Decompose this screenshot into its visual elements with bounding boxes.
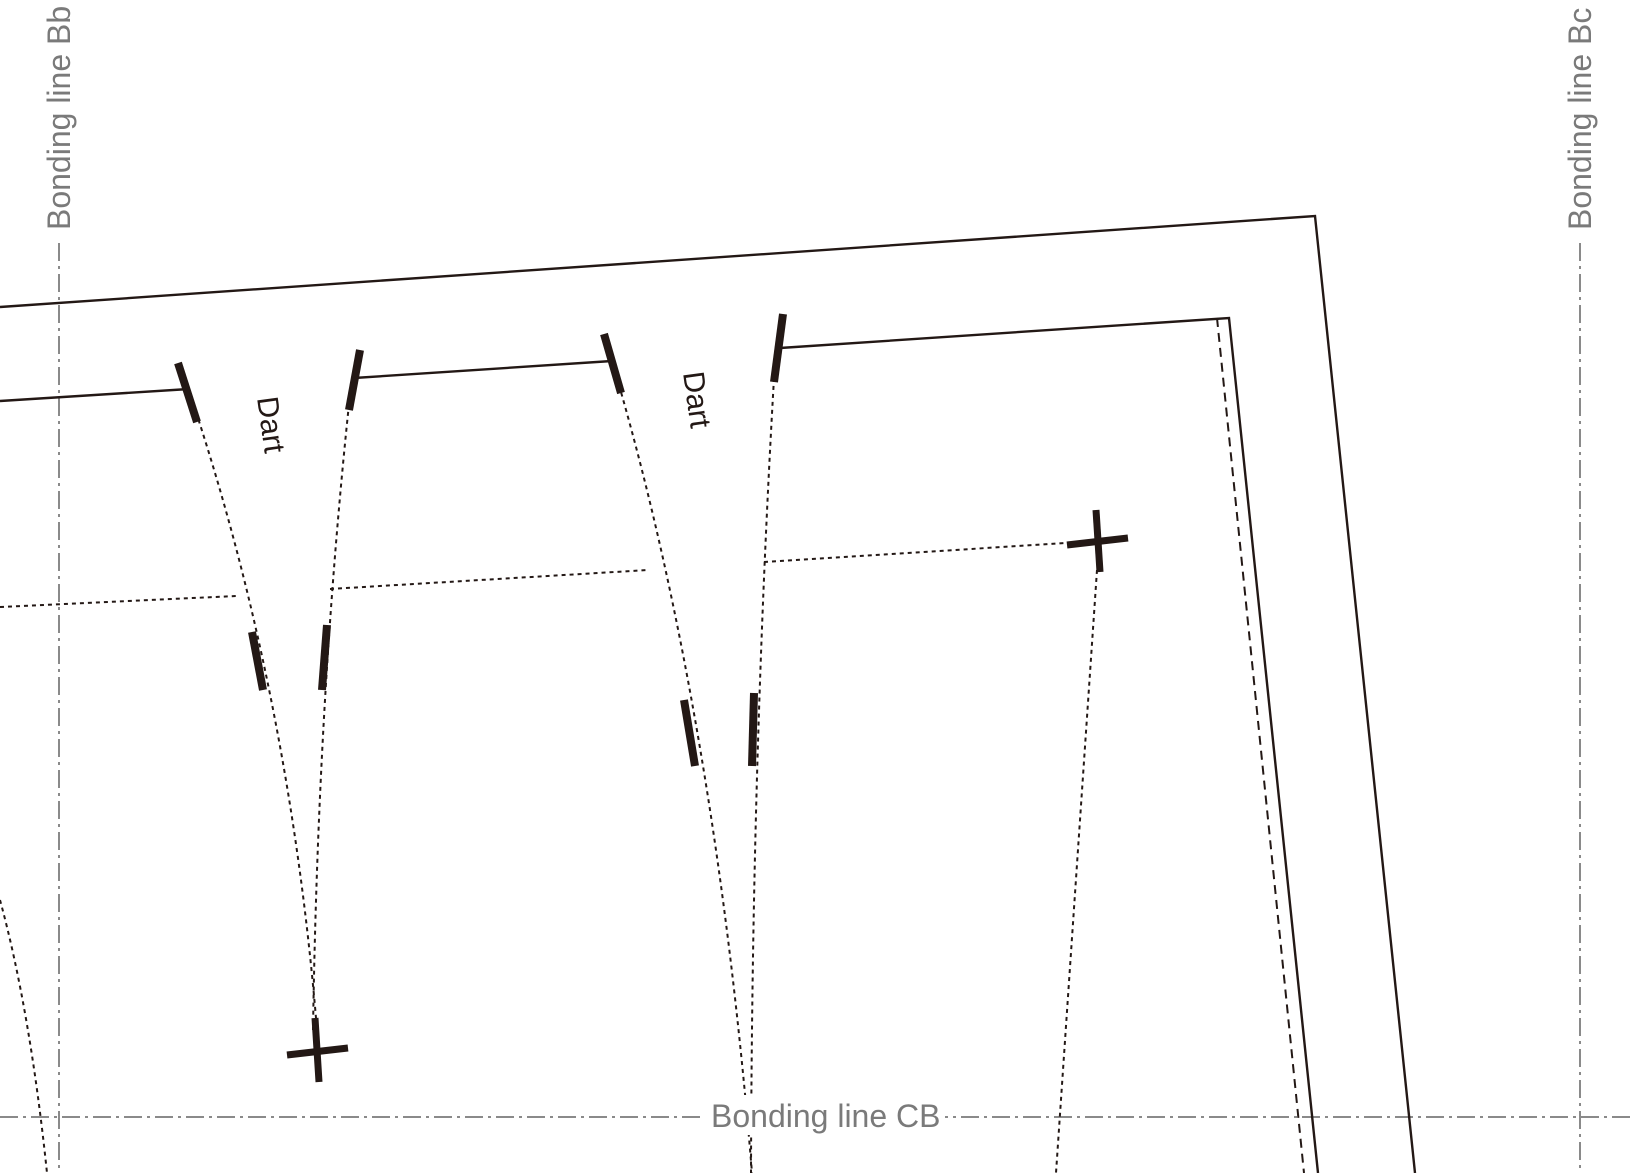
grain-line — [1055, 569, 1098, 1173]
inner-waist-segment-3 — [779, 316, 1320, 1173]
grain-point-marker — [1066, 509, 1129, 573]
hip-line-seg-2 — [329, 569, 649, 590]
dart-2-notch-mid-right — [748, 692, 758, 767]
bonding-line-bb-label: Bonding line Bb — [41, 6, 77, 230]
dart-2-notch-top-right — [770, 313, 787, 383]
left-edge-curve — [0, 899, 48, 1173]
outer-cut-line — [0, 214, 1417, 1173]
dart-1-point-marker — [286, 1017, 349, 1083]
bonding-line-cb-label-bg — [703, 1095, 945, 1135]
dart-2-notch-mid-left — [680, 699, 699, 767]
dart-1-right-leg — [312, 403, 350, 1031]
dart-1-notch-top-right — [345, 349, 364, 411]
dart-2-notch-top-left — [600, 332, 625, 395]
inner-waist-segment-1 — [0, 387, 190, 403]
inner-waist-segment-2 — [353, 359, 613, 380]
dart-1-label: Dart — [250, 394, 291, 455]
bonding-line-bc-label: Bonding line Bc — [1562, 8, 1598, 230]
hip-line-seg-1 — [0, 595, 237, 608]
bonding-line-cb-label: Bonding line CB — [711, 1098, 940, 1134]
dart-1-left-leg — [195, 411, 318, 1031]
side-stitch-line — [1216, 317, 1305, 1173]
dart-1-notch-mid-right — [318, 624, 331, 691]
dart-1-notch-top-left — [174, 361, 201, 424]
dart-1-notch-mid-left — [248, 631, 267, 691]
dart-2-left-leg — [618, 384, 753, 1173]
dart-2-label: Dart — [676, 369, 717, 430]
hip-line-seg-3 — [763, 542, 1067, 563]
dart-2-right-leg — [750, 377, 775, 1173]
